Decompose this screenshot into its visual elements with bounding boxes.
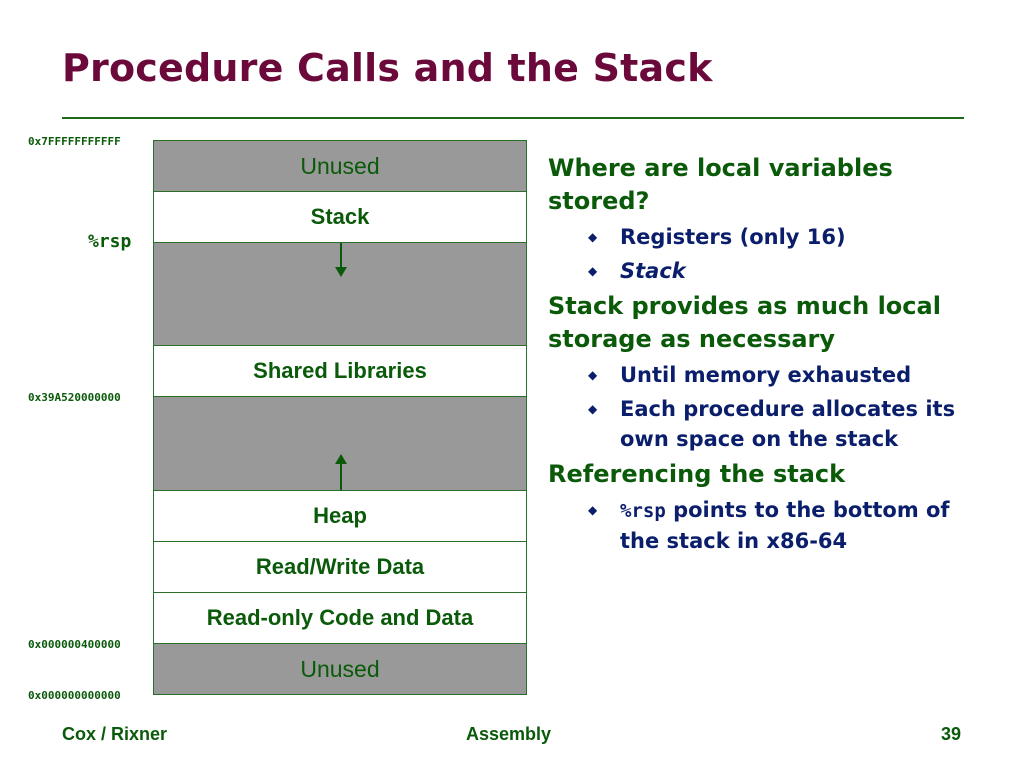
title-divider	[62, 117, 964, 119]
question-local-variables: Where are local variables stored?	[548, 154, 893, 215]
heap-growth-arrow	[335, 454, 347, 490]
diamond-bullet-icon: ◆	[588, 503, 598, 517]
bullet-rsp-points: ◆ %rsp points to the bottom of the stack…	[548, 495, 988, 556]
heap-block: Heap	[153, 490, 527, 542]
referencing-stack-heading: Referencing the stack	[548, 460, 846, 488]
bullet-stack: ◆ Stack	[548, 256, 988, 286]
stack-storage-heading: Stack provides as much local storage as …	[548, 292, 941, 353]
unused-bottom-block: Unused	[153, 643, 527, 695]
footer-topic: Assembly	[466, 724, 552, 744]
notes-panel: Where are local variables stored? ◆ Regi…	[548, 152, 988, 556]
footer-page-number: 39	[941, 724, 962, 744]
slide-title: Procedure Calls and the Stack	[62, 46, 713, 90]
read-write-data-block: Read/Write Data	[153, 541, 527, 593]
bullet-procedure-allocates-text: Each procedure allocates its own space o…	[620, 397, 956, 451]
address-code-start: 0x000000400000	[28, 638, 121, 651]
address-bottom: 0x000000000000	[28, 689, 121, 702]
bullet-rsp-text: points to the bottom of the stack in x86…	[620, 498, 950, 553]
footer-authors: Cox / Rixner	[62, 724, 168, 744]
unused-top-block: Unused	[153, 140, 527, 192]
bullet-rsp-code: %rsp	[620, 500, 666, 522]
address-shared-libs: 0x39A520000000	[28, 391, 121, 404]
diamond-bullet-icon: ◆	[588, 368, 598, 382]
bullet-memory-exhausted-text: Until memory exhausted	[620, 363, 912, 387]
bullet-procedure-allocates: ◆ Each procedure allocates its own space…	[548, 394, 988, 454]
read-only-code-block: Read-only Code and Data	[153, 592, 527, 644]
stack-growth-arrow	[335, 243, 347, 277]
address-top: 0x7FFFFFFFFFFF	[28, 135, 121, 148]
diamond-bullet-icon: ◆	[588, 230, 598, 244]
diamond-bullet-icon: ◆	[588, 402, 598, 416]
bullet-registers: ◆ Registers (only 16)	[548, 222, 988, 252]
rsp-label: %rsp	[88, 231, 132, 252]
shared-libraries-block: Shared Libraries	[153, 345, 527, 397]
bullet-registers-text: Registers (only 16)	[620, 225, 846, 249]
bullet-memory-exhausted: ◆ Until memory exhausted	[548, 360, 988, 390]
diamond-bullet-icon: ◆	[588, 264, 598, 278]
stack-block: Stack	[153, 191, 527, 243]
bullet-stack-text: Stack	[620, 259, 686, 283]
